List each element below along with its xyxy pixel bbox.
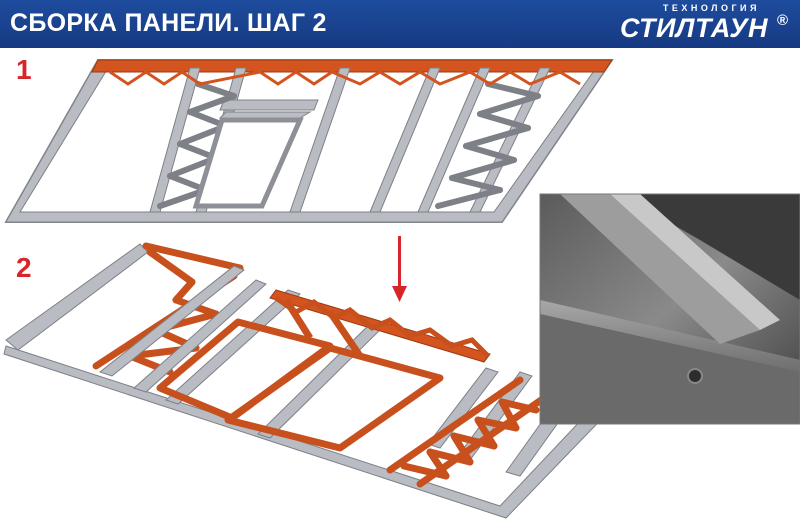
window-opening bbox=[192, 117, 304, 209]
left-stud-part bbox=[5, 243, 149, 351]
top-beam-orange bbox=[91, 59, 613, 73]
step-number-2: 2 bbox=[16, 252, 32, 283]
frame-exploded bbox=[3, 242, 617, 519]
registered-mark: ® bbox=[776, 12, 788, 29]
step-number-1: 1 bbox=[16, 54, 32, 85]
brand-tagline: ТЕХНОЛОГИЯ bbox=[662, 3, 760, 13]
right-truss-part bbox=[386, 376, 548, 488]
brand-logo: ТЕХНОЛОГИЯ СТИЛТАУН ® bbox=[590, 2, 790, 46]
connection-detail-photo bbox=[539, 193, 800, 425]
header-bar: СБОРКА ПАНЕЛИ. ШАГ 2 ТЕХНОЛОГИЯ СТИЛТАУН… bbox=[0, 0, 800, 48]
frame-assembled bbox=[4, 59, 614, 223]
page-title: СБОРКА ПАНЕЛИ. ШАГ 2 bbox=[10, 9, 327, 37]
bottom-plate-part bbox=[3, 345, 617, 519]
brand-name: СТИЛТАУН bbox=[620, 13, 768, 43]
arrow-down-icon bbox=[392, 236, 407, 302]
